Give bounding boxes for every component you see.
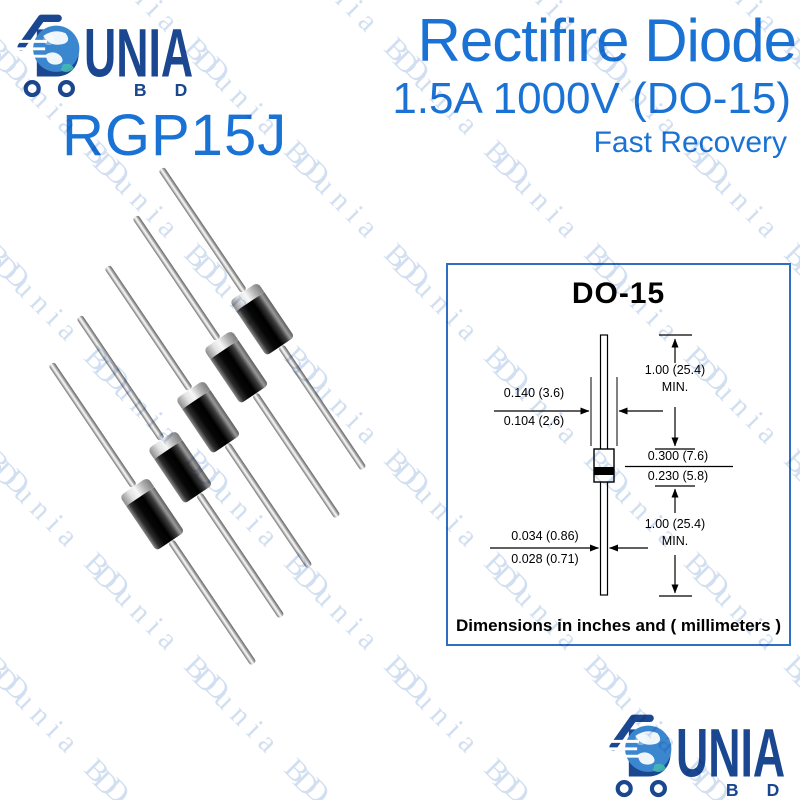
package-diagram: DO-15 (446, 263, 791, 646)
dim-body-diameter-min: 0.104 (2.6) (503, 414, 565, 428)
diagram-caption: Dimensions in inches and ( millimeters ) (456, 616, 781, 635)
brand-logo: D UNIA B D (14, 14, 193, 99)
globe-icon (625, 725, 672, 773)
dim-lead-length-bottom-qualifier: MIN. (661, 534, 689, 548)
globe-icon (33, 25, 80, 73)
brand-sub-b: B (134, 80, 147, 99)
brand-sub-b: B (726, 780, 739, 799)
brand-wordmark: UNIA (676, 715, 785, 792)
dim-lead-length-top-qualifier: MIN. (661, 380, 689, 394)
dim-lead-length-top: 1.00 (25.4) (644, 363, 706, 377)
cart-icon (609, 714, 667, 798)
diagram-title: DO-15 (571, 277, 666, 310)
brand-sub-d: D (175, 80, 188, 99)
dim-body-length-max: 0.300 (7.6) (647, 449, 709, 463)
page-title: Rectifire Diode (417, 7, 797, 74)
product-rating: 1.5A 1000V (DO-15) (392, 74, 791, 123)
brand-wordmark: UNIA (84, 15, 193, 92)
dim-lead-length-bottom: 1.00 (25.4) (644, 517, 706, 531)
do15-outline-drawing (490, 334, 733, 597)
product-tagline: Fast Recovery (593, 126, 787, 159)
speed-lines-icon (606, 739, 639, 758)
brand-logo: D UNIA B D (606, 714, 785, 799)
cart-icon (17, 14, 75, 98)
brand-sub-d: D (767, 780, 780, 799)
dim-body-length-min: 0.230 (5.8) (647, 469, 709, 483)
part-number: RGP15J (62, 103, 288, 168)
dim-lead-diameter-min: 0.028 (0.71) (511, 552, 579, 566)
speed-lines-icon (14, 39, 47, 58)
dim-lead-diameter-max: 0.034 (0.86) (511, 529, 579, 543)
dim-body-diameter-max: 0.140 (3.6) (503, 386, 565, 400)
